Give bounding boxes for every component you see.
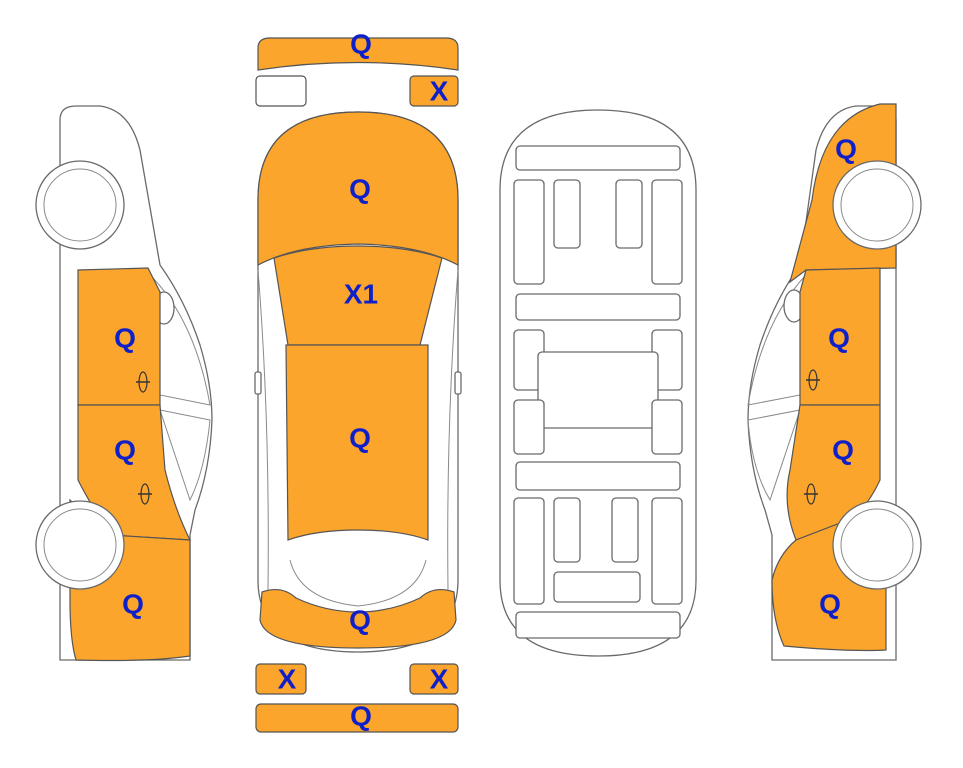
label-headlight-right: X — [430, 75, 449, 106]
underbody-frame-rl — [513, 497, 545, 605]
top-view: Q X Q X1 Q Q X X Q — [254, 28, 462, 733]
right-front-wheel-rim — [840, 168, 914, 242]
underbody-slot-fr — [615, 179, 643, 249]
right-side-window-line — [747, 273, 807, 406]
underbody-view — [499, 109, 697, 657]
panel-headlight-right[interactable] — [409, 75, 459, 107]
left-side-view: Q Q Q — [35, 105, 213, 662]
underbody-rear-slot — [553, 571, 641, 603]
underbody-mid-bar-front — [515, 293, 681, 321]
label-right-rear-quarter: Q — [819, 588, 841, 619]
top-view-rear-window — [289, 559, 427, 607]
left-door-handle-rear — [138, 483, 152, 505]
underbody-front-bar — [515, 145, 681, 171]
left-rear-wheel-rim — [43, 508, 117, 582]
right-rear-wheel-rim — [840, 508, 914, 582]
underbody-frame-fl — [513, 179, 545, 285]
panel-rear-bumper[interactable] — [255, 703, 459, 733]
underbody-slot-fl — [553, 179, 581, 249]
label-taillight-left: X — [278, 663, 297, 694]
label-rear-bumper: Q — [350, 700, 372, 731]
panel-front-bumper[interactable] — [257, 37, 459, 71]
underbody-frame-rr — [651, 497, 683, 605]
underbody-rear-bar — [515, 611, 681, 639]
right-side-rear-window — [747, 409, 801, 502]
right-mirror-top — [454, 371, 462, 395]
label-windshield: X1 — [344, 278, 378, 309]
panel-headlight-left[interactable] — [255, 75, 307, 107]
panel-taillight-right[interactable] — [409, 663, 459, 695]
right-door-handle-front — [806, 369, 820, 391]
underbody-frame-fr — [651, 179, 683, 285]
label-front-bumper: Q — [350, 28, 372, 59]
label-taillight-right: X — [430, 663, 449, 694]
top-view-left-pillar — [257, 269, 269, 591]
right-side-view: Q Q Q Q — [747, 103, 922, 661]
underbody-slot-rl — [553, 497, 581, 563]
right-door-handle-rear — [804, 483, 818, 505]
right-rear-wheel-icon — [832, 500, 922, 590]
label-left-rear-quarter: Q — [122, 588, 144, 619]
label-roof: Q — [349, 422, 371, 453]
underbody-frame-ml2 — [513, 399, 545, 455]
left-front-wheel-rim — [43, 168, 117, 242]
panel-hood[interactable] — [257, 111, 459, 266]
underbody-center-panel — [537, 351, 659, 429]
label-left-front-door: Q — [114, 322, 136, 353]
label-right-front-door: Q — [828, 322, 850, 353]
label-hood: Q — [349, 173, 371, 204]
right-front-wheel-icon — [832, 160, 922, 250]
label-right-rear-door: Q — [832, 434, 854, 465]
panel-taillight-left[interactable] — [255, 663, 307, 695]
label-right-front-fender: Q — [835, 133, 857, 164]
left-door-handle-front — [136, 371, 150, 393]
underbody-mid-bar-rear — [515, 461, 681, 491]
top-view-right-pillar — [447, 269, 459, 591]
underbody-slot-rr — [611, 497, 639, 563]
left-front-wheel-icon — [35, 160, 125, 250]
panel-roof[interactable] — [285, 344, 429, 541]
left-side-window-line — [149, 273, 211, 406]
panel-trunk[interactable] — [259, 588, 457, 649]
underbody-frame-mr2 — [651, 399, 683, 455]
label-trunk: Q — [349, 604, 371, 635]
left-side-rear-window — [159, 409, 211, 502]
label-left-rear-door: Q — [114, 434, 136, 465]
panel-left-front-door[interactable] — [77, 267, 161, 406]
left-mirror-top — [254, 371, 262, 395]
panel-windshield[interactable] — [273, 245, 443, 346]
left-rear-wheel-icon — [35, 500, 125, 590]
